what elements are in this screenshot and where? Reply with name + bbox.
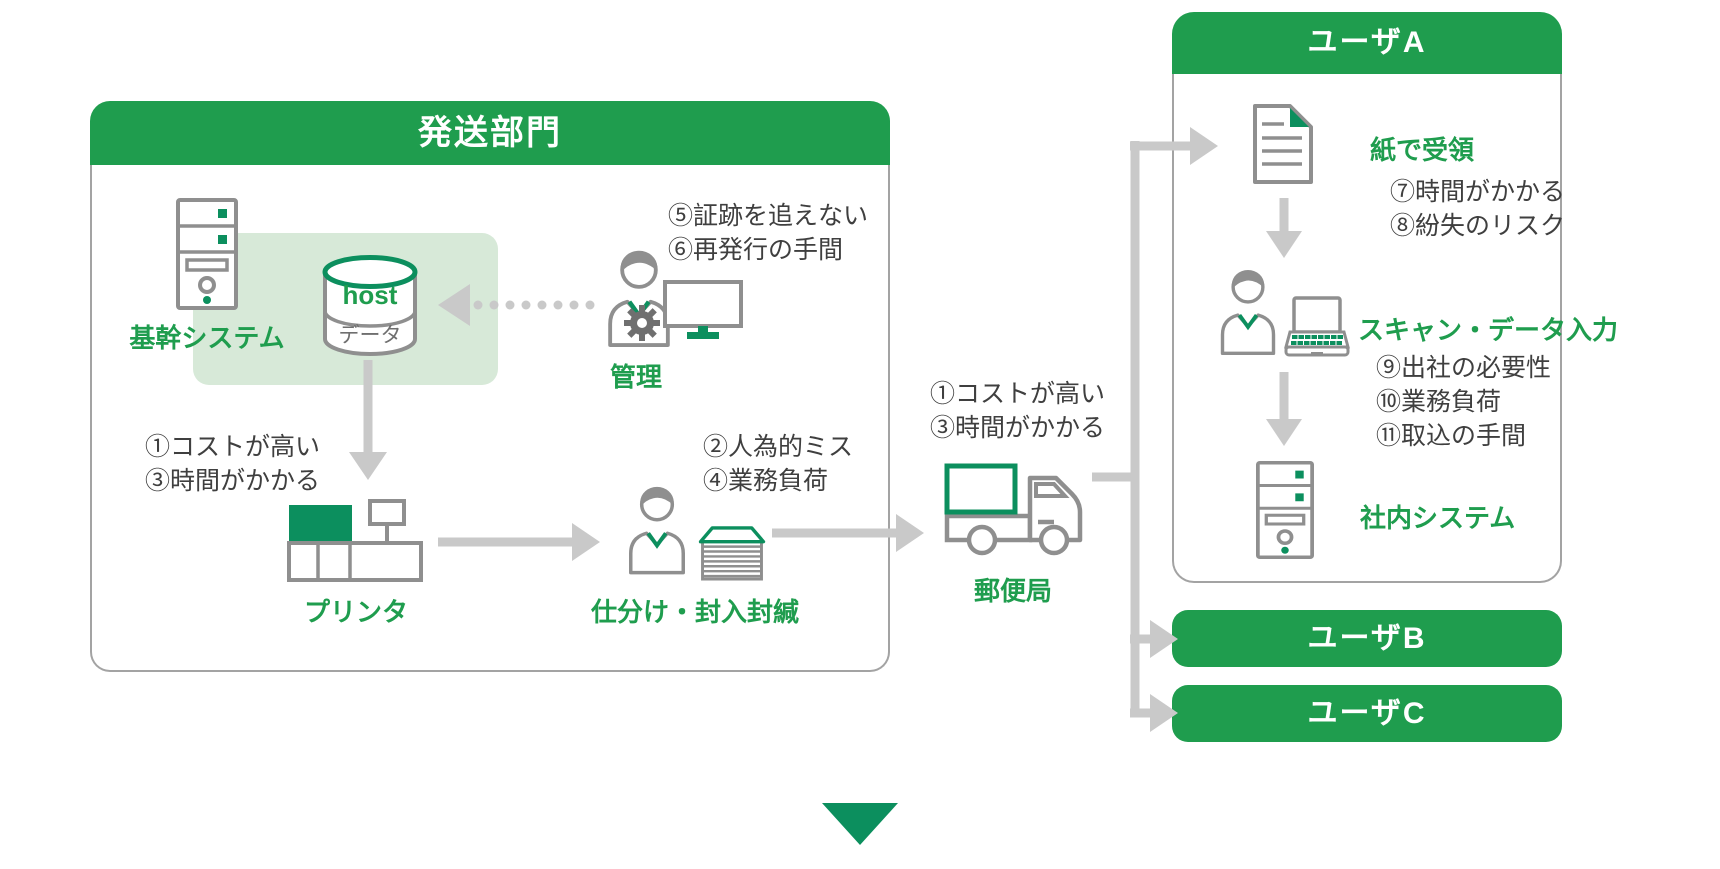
user-a-box <box>1172 74 1562 583</box>
issue-line: ⑦時間がかかる <box>1390 178 1566 206</box>
printer-label: プリンタ <box>303 597 408 627</box>
issue-line: ⑥再発行の手間 <box>668 236 844 264</box>
paper-receive-issues: ⑦時間がかかる ⑧紛失のリスク <box>1390 175 1565 243</box>
issue-line: ⑪取込の手間 <box>1376 422 1527 450</box>
core-system-label: 基幹システム <box>129 323 285 353</box>
issue-line: ③時間がかかる <box>930 414 1106 442</box>
sorting-issues: ②人為的ミス ④業務負荷 <box>703 430 853 498</box>
dot <box>505 300 515 310</box>
post-truck-icon <box>944 463 1083 556</box>
user-b-bar: ユーザB <box>1172 610 1562 667</box>
arrowhead <box>1190 127 1218 165</box>
scan-entry-issues: ⑨出社の必要性 ⑩業務負荷 ⑪取込の手間 <box>1376 351 1551 453</box>
paper-document-icon <box>1253 104 1313 184</box>
arrowhead <box>1150 620 1178 658</box>
shipping-dept-box <box>90 165 890 672</box>
arrowhead <box>1266 419 1302 446</box>
user-c-title: ユーザC <box>1307 697 1427 730</box>
issue-line: ②人為的ミス <box>703 433 854 461</box>
issue-line: ⑧紛失のリスク <box>1390 212 1566 240</box>
arrowhead <box>572 523 600 561</box>
internal-system-server-icon <box>1256 461 1314 559</box>
host-db-name: host <box>343 280 398 310</box>
arrowhead <box>896 514 924 552</box>
issue-line: ①コストが高い <box>930 380 1106 408</box>
issue-line: ⑤証跡を追えない <box>668 202 869 230</box>
laptop-icon <box>1284 296 1350 357</box>
host-database-icon: host データ <box>322 255 418 356</box>
down-triangle-icon <box>822 803 898 845</box>
admin-issues: ⑤証跡を追えない ⑥再発行の手間 <box>668 199 868 267</box>
issue-line: ④業務負荷 <box>703 467 829 495</box>
user-b-title: ユーザB <box>1307 622 1427 655</box>
arrowhead <box>349 452 387 480</box>
internal-system-label: 社内システム <box>1360 503 1516 533</box>
user-c-bar: ユーザC <box>1172 685 1562 742</box>
dot <box>569 300 579 310</box>
sorting-person-icon <box>629 486 685 575</box>
user-a-title: ユーザA <box>1307 26 1427 59</box>
sorting-label: 仕分け・封入封緘 <box>590 597 799 627</box>
host-db-caption: データ <box>339 324 402 347</box>
dot <box>473 300 483 310</box>
dot <box>553 300 563 310</box>
printer-issues: ①コストが高い ③時間がかかる <box>145 430 320 498</box>
shipping-dept-header: 発送部門 <box>90 101 890 165</box>
issue-line: ⑩業務負荷 <box>1376 388 1502 416</box>
shipping-dept-title: 発送部門 <box>418 114 562 152</box>
paper-receive-label: 紙で受領 <box>1370 135 1475 165</box>
scan-entry-label: スキャン・データ入力 <box>1358 315 1619 345</box>
dot <box>489 300 499 310</box>
issue-line: ①コストが高い <box>145 433 321 461</box>
admin-monitor-icon <box>663 280 743 339</box>
core-system-server-icon <box>176 198 238 310</box>
dot <box>521 300 531 310</box>
admin-label: 管理 <box>609 362 662 392</box>
arrowhead <box>1266 231 1302 258</box>
issue-line: ⑨出社の必要性 <box>1376 354 1552 382</box>
paper-stack-icon <box>698 526 766 581</box>
post-office-issues: ①コストが高い ③時間がかかる <box>930 377 1105 445</box>
printer-icon <box>287 499 423 582</box>
user-a-header: ユーザA <box>1172 12 1562 74</box>
scan-person-icon <box>1220 270 1276 356</box>
dot <box>537 300 547 310</box>
dotted-arrowhead <box>438 284 470 326</box>
issue-line: ③時間がかかる <box>145 467 321 495</box>
post-office-label: 郵便局 <box>973 576 1052 606</box>
gear-icon <box>624 305 660 341</box>
arrowhead <box>1150 694 1178 732</box>
dot <box>585 300 595 310</box>
